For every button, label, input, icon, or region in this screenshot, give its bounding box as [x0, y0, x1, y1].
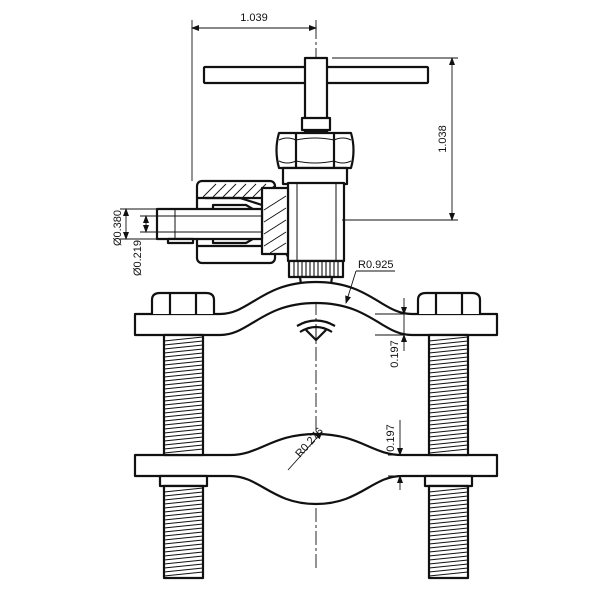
dimension-saddle-radius: R0.925: [345, 259, 395, 304]
dimension-outer-diameter: Ø0.380: [112, 208, 157, 246]
dimension-outer-diameter-label: Ø0.380: [112, 210, 124, 246]
dimension-upper-thickness-label: 0.197: [389, 340, 401, 368]
hex-nut: [275, 131, 355, 170]
dimension-right-height-label: 1.038: [437, 125, 449, 153]
dimension-inner-diameter: Ø0.219: [132, 215, 157, 276]
dimension-top-width-label: 1.039: [240, 12, 268, 24]
dimension-saddle-radius-label: R0.925: [358, 259, 393, 271]
dimension-right-height: 1.038: [332, 57, 458, 221]
dimension-lower-thickness-label: 0.197: [385, 424, 397, 452]
dimension-top-width: 1.039: [191, 12, 317, 181]
upper-saddle-clamp: [133, 280, 499, 337]
dimension-upper-thickness: 0.197: [375, 298, 412, 368]
dimension-lower-thickness: 0.197: [385, 420, 412, 490]
dimension-inner-diameter-label: Ø0.219: [132, 240, 144, 276]
side-outlet-fitting: [155, 179, 290, 265]
t-handle: [202, 56, 430, 134]
valve-body: [279, 166, 349, 342]
bolt-thread-lines: [163, 336, 469, 577]
